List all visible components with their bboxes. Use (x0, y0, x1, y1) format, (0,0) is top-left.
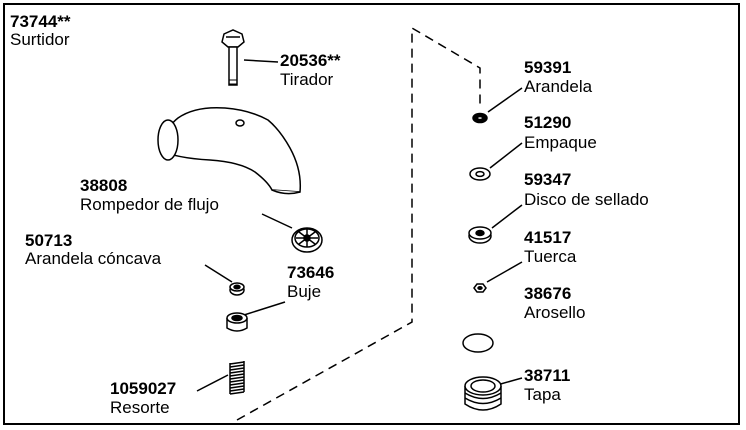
leader-arandela (487, 87, 523, 113)
resorte-part-name: Resorte (110, 398, 170, 417)
arandela-concava-part-name: Arandela cóncava (25, 249, 162, 268)
rompedor-part-name: Rompedor de flujo (80, 195, 219, 214)
leader-rompedor (261, 213, 293, 229)
rompedor-part-number: 38808 (80, 176, 128, 195)
arosello-part-number: 38676 (524, 284, 572, 303)
leader-resorte (196, 374, 229, 392)
disco-part-number: 59347 (524, 170, 572, 189)
diagram-frame (3, 3, 740, 425)
tuerca-part (473, 283, 487, 293)
tirador-part-name: Tirador (280, 70, 334, 89)
leader-tuerca (486, 261, 523, 283)
arosello-part-name: Arosello (524, 303, 586, 322)
disco-part (468, 226, 492, 244)
surtidor-part-name: Surtidor (10, 30, 70, 49)
arandela-concava-part (229, 282, 245, 296)
resorte-part-number: 1059027 (110, 379, 177, 398)
arandela-concava-part-number: 50713 (25, 231, 73, 250)
resorte-part (229, 361, 245, 395)
arandela-part-number: 59391 (524, 58, 572, 77)
arandela-part (472, 112, 488, 124)
assembly-guide-line (236, 26, 481, 421)
leader-tirador (243, 59, 279, 63)
disco-part-name: Disco de sellado (524, 190, 649, 209)
leader-arandela-concava (204, 264, 233, 283)
arandela-part-name: Arandela (524, 77, 593, 96)
empaque-part (469, 167, 491, 181)
buje-part-name: Buje (287, 282, 322, 301)
tirador-part-number: 20536** (280, 51, 341, 70)
surtidor-part (157, 106, 302, 195)
tapa-part (464, 376, 502, 411)
empaque-part-name: Empaque (524, 133, 597, 152)
arosello-part (462, 333, 494, 353)
tapa-part-name: Tapa (524, 385, 561, 404)
buje-part-number: 73646 (287, 263, 335, 282)
buje-part (226, 312, 248, 332)
tirador-part (221, 29, 245, 86)
leader-disco (491, 204, 523, 229)
leader-buje (243, 301, 286, 316)
surtidor-part-number: 73744** (10, 12, 71, 31)
rompedor-part (291, 227, 323, 253)
tuerca-part-name: Tuerca (524, 247, 577, 266)
tapa-part-number: 38711 (524, 366, 571, 385)
tuerca-part-number: 41517 (524, 228, 572, 247)
leader-empaque (489, 142, 523, 169)
empaque-part-number: 51290 (524, 113, 572, 132)
